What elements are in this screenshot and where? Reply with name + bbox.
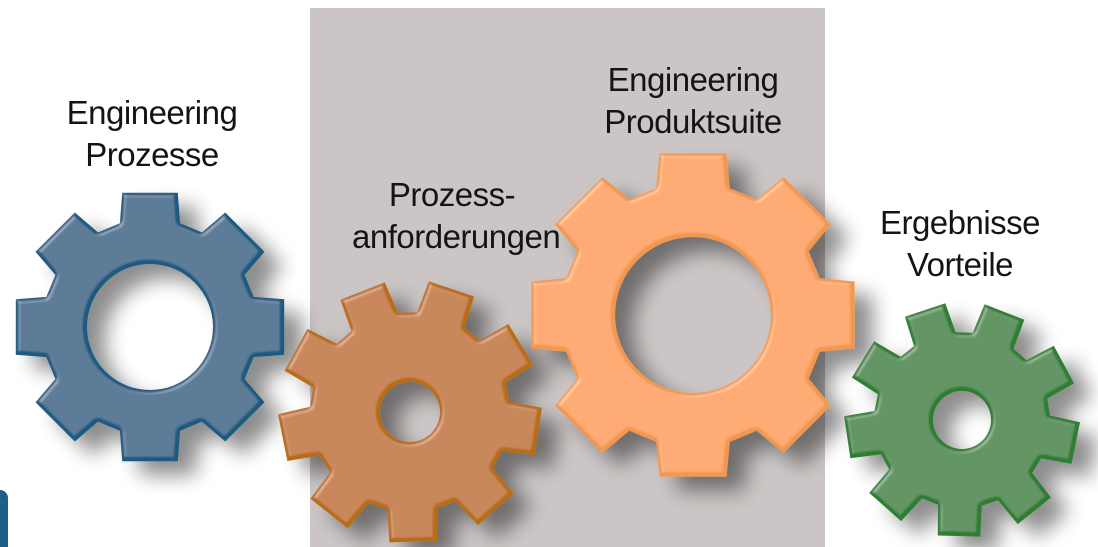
label-line: Prozess- [388, 176, 516, 213]
label-engineering-produktsuite: Engineering Produktsuite [588, 59, 798, 143]
label-engineering-prozesse: Engineering Prozesse [62, 92, 242, 176]
gear-blue [15, 192, 285, 462]
g-blue-shape [15, 192, 285, 462]
gear-orange [531, 153, 855, 477]
label-line: Ergebnisse [879, 204, 1041, 241]
label-line: anforderungen [352, 218, 561, 255]
label-line: Prozesse [85, 136, 219, 173]
gear-green [844, 303, 1080, 537]
g-brown-shape [278, 281, 542, 543]
label-line: Vorteile [906, 246, 1014, 283]
label-line: Engineering [607, 61, 779, 98]
label-prozessanforderungen: Prozess- anforderungen [352, 174, 561, 258]
edge-tab [0, 490, 8, 547]
gear-brown [278, 281, 542, 543]
g-orange-shape [531, 153, 855, 477]
label-line: Produktsuite [604, 103, 782, 140]
g-green-shape [844, 303, 1080, 537]
label-ergebnisse-vorteile: Ergebnisse Vorteile [870, 202, 1050, 286]
label-line: Engineering [66, 94, 238, 131]
